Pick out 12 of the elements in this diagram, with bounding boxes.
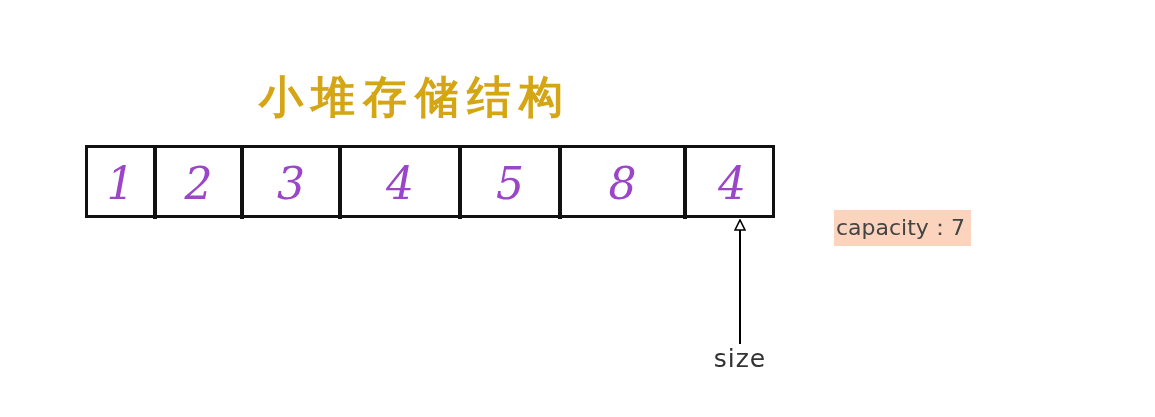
- array-cell: 8: [558, 148, 683, 219]
- array-cell: 2: [153, 148, 240, 219]
- array-cell: 5: [458, 148, 558, 219]
- capacity-tag: capacity：7: [834, 210, 971, 246]
- array-cell: 4: [338, 148, 458, 219]
- arrow: [734, 219, 746, 345]
- array-cell: 4: [683, 148, 777, 219]
- array-cell: 3: [240, 148, 338, 219]
- array-cell: 1: [88, 148, 153, 219]
- array-box: [85, 145, 775, 218]
- pointer-label: size: [708, 344, 772, 376]
- heading: 小堆存储结构: [257, 70, 572, 124]
